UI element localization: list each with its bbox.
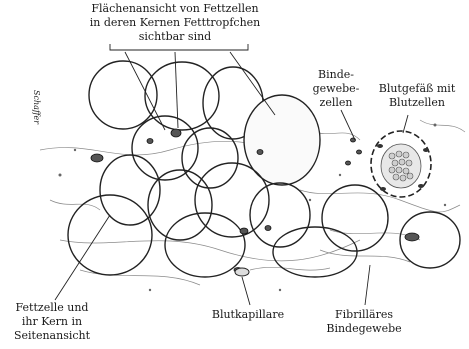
blood-vessel [371,131,431,197]
label-connective-tissue-cells: Binde- gewebe- zellen [313,68,360,109]
connective-tissue-cell [346,161,351,165]
label-blood-capillary: Blutkapillare [212,308,284,321]
label-surface-view: Flächenansicht von Fettzellen in deren K… [90,2,261,43]
blood-capillary [235,268,249,276]
label-fat-cell-side-view: Fettzelle und ihr Kern in Seitenansicht [14,301,91,342]
fat-cell [68,195,152,275]
label-line: Seitenansicht [14,329,91,342]
label-blood-vessel: Blutgefäß mit Blutzellen [379,82,456,109]
fat-cell [273,227,357,277]
label-line: gewebe- [313,82,360,95]
connective-tissue-cell [357,150,362,154]
fat-cell-nucleus [265,226,271,231]
fat-cell-nucleus [405,233,419,241]
label-surface-view-line: sichtbar sind [139,30,211,43]
label-line: Fibrilläres [335,308,393,321]
fat-cell [182,128,238,188]
signature: Schaffer [32,90,41,125]
fat-cell-nucleus [171,129,181,137]
label-line: Fettzelle und [16,301,89,314]
label-surface-view-line: Flächenansicht von Fettzellen [91,2,258,15]
fat-cell-nucleus [91,154,103,162]
label-line: zellen [320,96,353,109]
label-fibrillar-connective-tissue: Fibrilläres Bindegewebe [326,308,401,335]
label-surface-view-line: in deren Kernen Fetttropfchen [90,16,261,29]
label-line: Blutzellen [389,96,445,109]
label-line: Binde- [318,68,354,81]
fat-cell-nucleus [240,228,248,234]
fat-cell [195,163,269,237]
fat-cell [322,185,388,251]
label-line: ihr Kern in [22,315,82,328]
fat-cell-nucleus [147,139,153,144]
label-line: Bindegewebe [326,322,401,335]
label-line: Blutgefäß mit [379,82,456,95]
fat-cell-nucleus [257,150,263,155]
fat-cell [165,213,245,277]
